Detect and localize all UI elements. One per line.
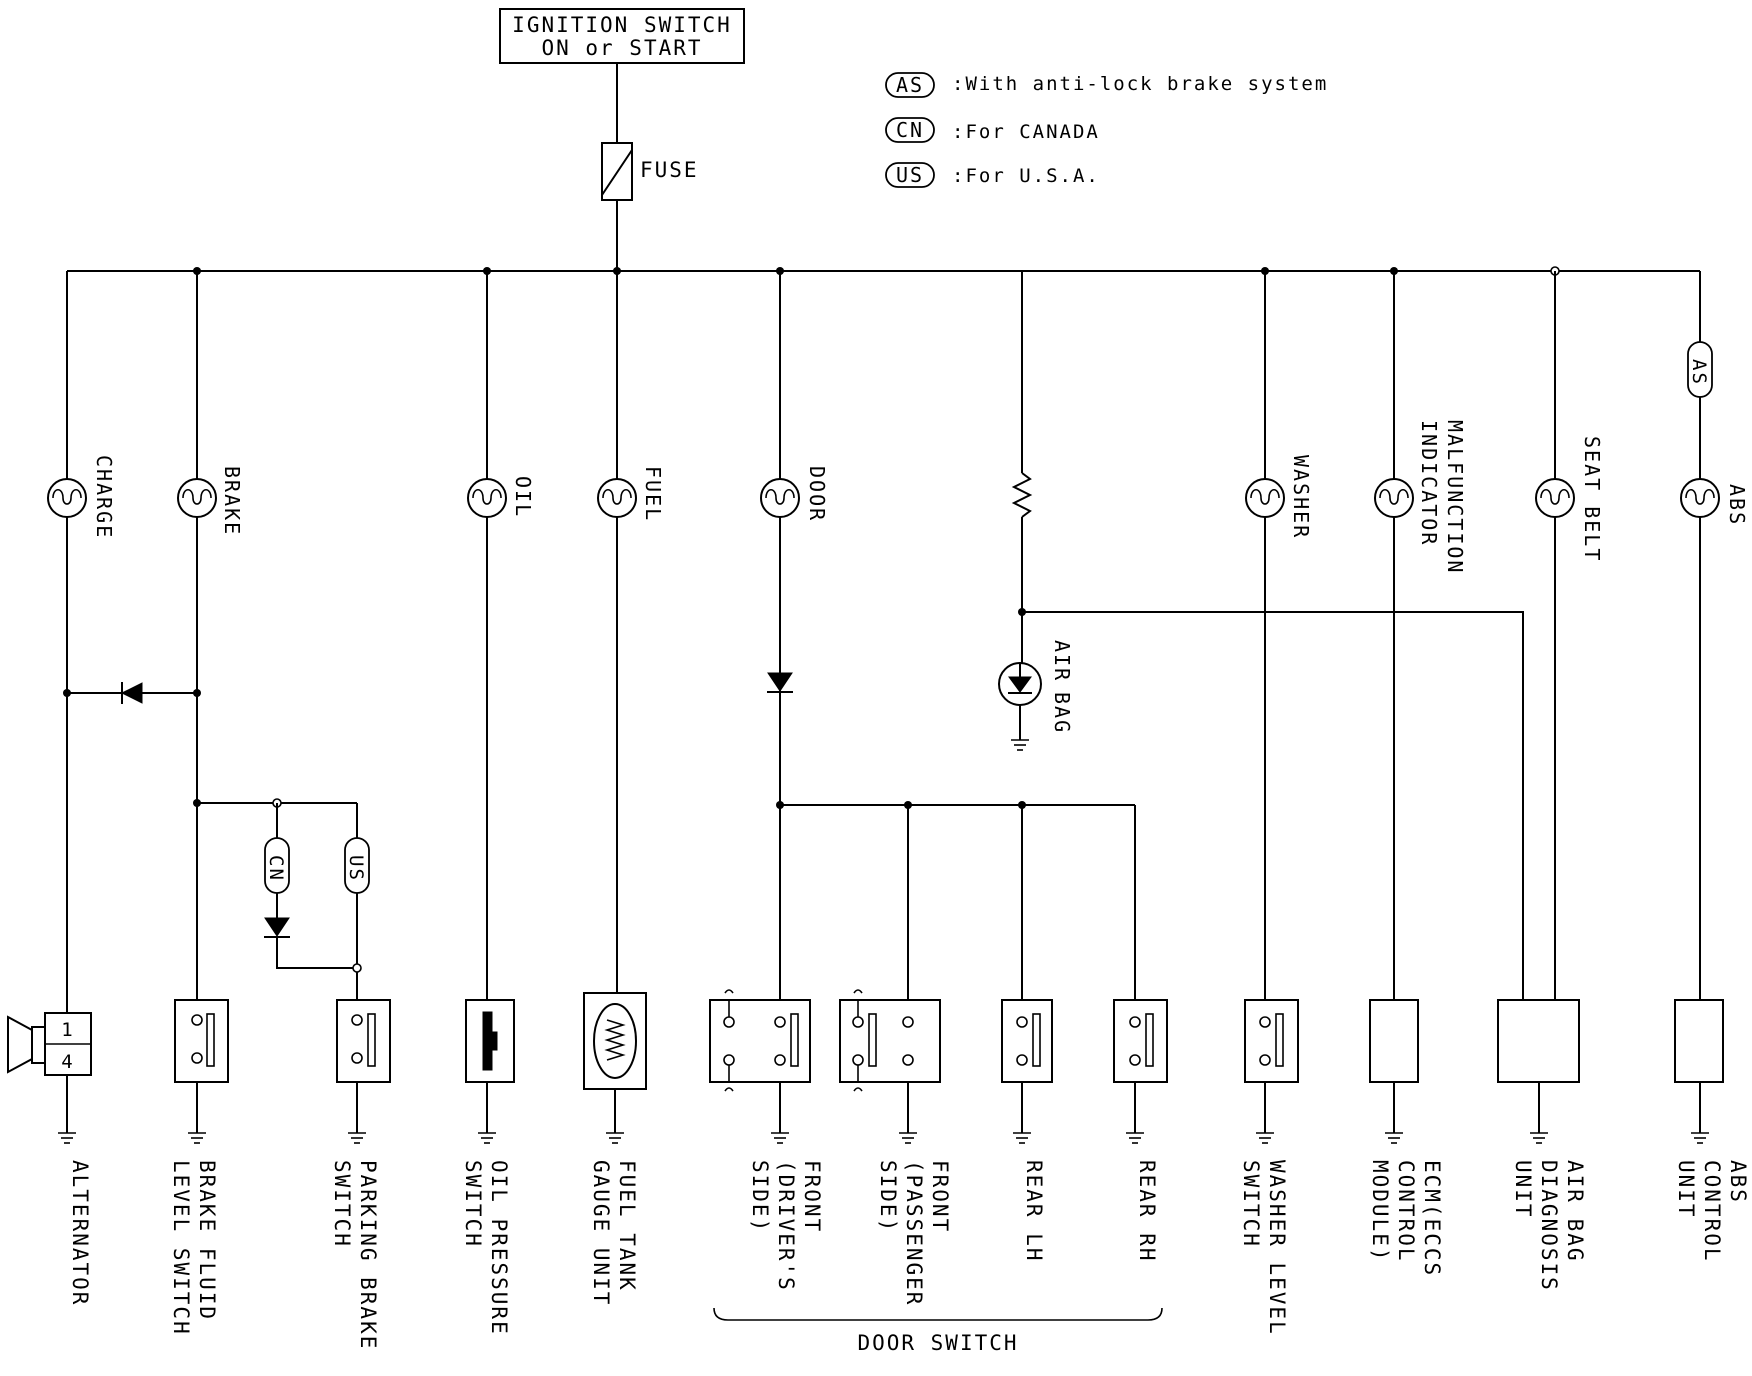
svg-text:1: 1 bbox=[61, 1019, 74, 1041]
door-switch-group-label: DOOR SWITCH bbox=[857, 1331, 1018, 1355]
component-oil-pressure-line1: OIL PRESSURE bbox=[487, 1160, 511, 1336]
fuse-label: FUSE bbox=[640, 158, 699, 182]
lamp-label-malfunction-line1: MALFUNCTION bbox=[1443, 420, 1467, 574]
component-front-driver-line3: SIDE) bbox=[748, 1160, 772, 1233]
washer-level-switch bbox=[1244, 999, 1299, 1083]
component-air-bag-unit-line3: UNIT bbox=[1511, 1160, 1535, 1219]
component-fuel-tank-line1: FUEL TANK bbox=[615, 1160, 639, 1292]
fuel-tank-gauge-unit bbox=[583, 992, 647, 1090]
front-passenger-door-switch bbox=[839, 989, 941, 1092]
component-front-driver-line1: FRONT bbox=[800, 1160, 824, 1233]
option-us-tag: US bbox=[345, 855, 367, 882]
lamp-label-door: DOOR bbox=[805, 466, 829, 522]
lamp-label-washer: WASHER bbox=[1289, 455, 1313, 539]
lamp-label-malfunction-line2: INDICATOR bbox=[1417, 420, 1441, 546]
legend-text-as: :With anti-lock brake system bbox=[952, 73, 1328, 95]
component-ecm-line2: CONTROL bbox=[1394, 1160, 1418, 1263]
component-front-passenger-line1: FRONT bbox=[928, 1160, 952, 1233]
option-as-tag: AS bbox=[1688, 359, 1710, 386]
component-abs-unit-line2: CONTROL bbox=[1700, 1160, 1724, 1263]
lamp-label-abs: ABS bbox=[1725, 484, 1749, 526]
lamp-label-brake: BRAKE bbox=[220, 466, 244, 536]
component-ecm-line3: MODULE) bbox=[1368, 1160, 1392, 1263]
ecm-box bbox=[1369, 999, 1419, 1083]
lamp-label-oil: OIL bbox=[511, 476, 535, 518]
diode-cn bbox=[264, 917, 290, 938]
svg-text:4: 4 bbox=[61, 1051, 74, 1073]
fuse-symbol bbox=[601, 142, 633, 201]
lamp-label-air-bag-line2: BAG bbox=[1050, 692, 1074, 734]
legend-item-cn: CN :For CANADA bbox=[885, 117, 1100, 143]
abs-control-unit-box bbox=[1674, 999, 1724, 1083]
diode-brake-to-charge bbox=[120, 682, 143, 704]
component-brake-fluid-line2: LEVEL SWITCH bbox=[169, 1160, 193, 1336]
component-abs-unit-line3: UNIT bbox=[1674, 1160, 1698, 1219]
component-rear-lh: REAR LH bbox=[1022, 1160, 1046, 1263]
component-front-driver-line2: (DRIVER'S bbox=[774, 1160, 798, 1292]
component-abs-unit-line1: ABS bbox=[1726, 1160, 1750, 1204]
component-fuel-tank-line2: GAUGE UNIT bbox=[589, 1160, 613, 1306]
oil-pressure-switch bbox=[465, 999, 515, 1083]
component-front-passenger-line3: SIDE) bbox=[876, 1160, 900, 1233]
ignition-switch-box: IGNITION SWITCH ON or START bbox=[499, 8, 745, 64]
air-bag-diagnosis-unit-box bbox=[1497, 999, 1580, 1083]
ignition-switch-label-line2: ON or START bbox=[541, 36, 702, 60]
component-front-passenger-line2: (PASSENGER bbox=[902, 1160, 926, 1306]
legend: AS :With anti-lock brake system CN :For … bbox=[885, 72, 1328, 188]
door-switch-brace bbox=[713, 1307, 1163, 1321]
air-bag-lamp bbox=[998, 662, 1042, 751]
component-parking-brake-line2: SWITCH bbox=[330, 1160, 354, 1248]
legend-item-us: US :For U.S.A. bbox=[885, 162, 1100, 188]
front-driver-door-switch bbox=[709, 989, 811, 1092]
lamp-label-charge: CHARGE bbox=[92, 455, 116, 539]
svg-text:AS: AS bbox=[896, 73, 924, 97]
component-rear-rh: REAR RH bbox=[1135, 1160, 1159, 1263]
option-cn-tag: CN bbox=[265, 855, 287, 882]
component-brake-fluid-line1: BRAKE FLUID bbox=[195, 1160, 219, 1321]
component-washer-level-line2: SWITCH bbox=[1239, 1160, 1263, 1248]
legend-text-cn: :For CANADA bbox=[952, 121, 1100, 143]
parking-brake-switch bbox=[336, 999, 391, 1083]
component-washer-level-line1: WASHER LEVEL bbox=[1265, 1160, 1289, 1336]
legend-item-as: AS :With anti-lock brake system bbox=[885, 72, 1328, 98]
ignition-switch-label-line1: IGNITION SWITCH bbox=[512, 13, 732, 37]
component-alternator: ALTERNATOR bbox=[68, 1160, 92, 1306]
diode-door bbox=[767, 672, 793, 693]
component-oil-pressure-line2: SWITCH bbox=[461, 1160, 485, 1248]
legend-text-us: :For U.S.A. bbox=[952, 165, 1100, 187]
resistor-air-bag bbox=[1011, 472, 1033, 518]
svg-text:CN: CN bbox=[896, 118, 924, 142]
svg-text:US: US bbox=[896, 163, 924, 187]
component-parking-brake-line1: PARKING BRAKE bbox=[356, 1160, 380, 1350]
component-ecm-line1: ECM(ECCS bbox=[1420, 1160, 1444, 1277]
brake-fluid-level-switch bbox=[174, 999, 229, 1083]
lamp-label-fuel: FUEL bbox=[641, 466, 665, 522]
component-air-bag-unit-line1: AIR BAG bbox=[1563, 1160, 1587, 1263]
lamp-label-air-bag-line1: AIR bbox=[1050, 640, 1074, 682]
lamp-label-seat-belt: SEAT BELT bbox=[1580, 436, 1604, 562]
rear-rh-door-switch bbox=[1113, 999, 1168, 1083]
alternator-symbol: 1 4 bbox=[7, 1012, 92, 1076]
rear-lh-door-switch bbox=[1001, 999, 1053, 1083]
component-air-bag-unit-line2: DIAGNOSIS bbox=[1537, 1160, 1561, 1292]
